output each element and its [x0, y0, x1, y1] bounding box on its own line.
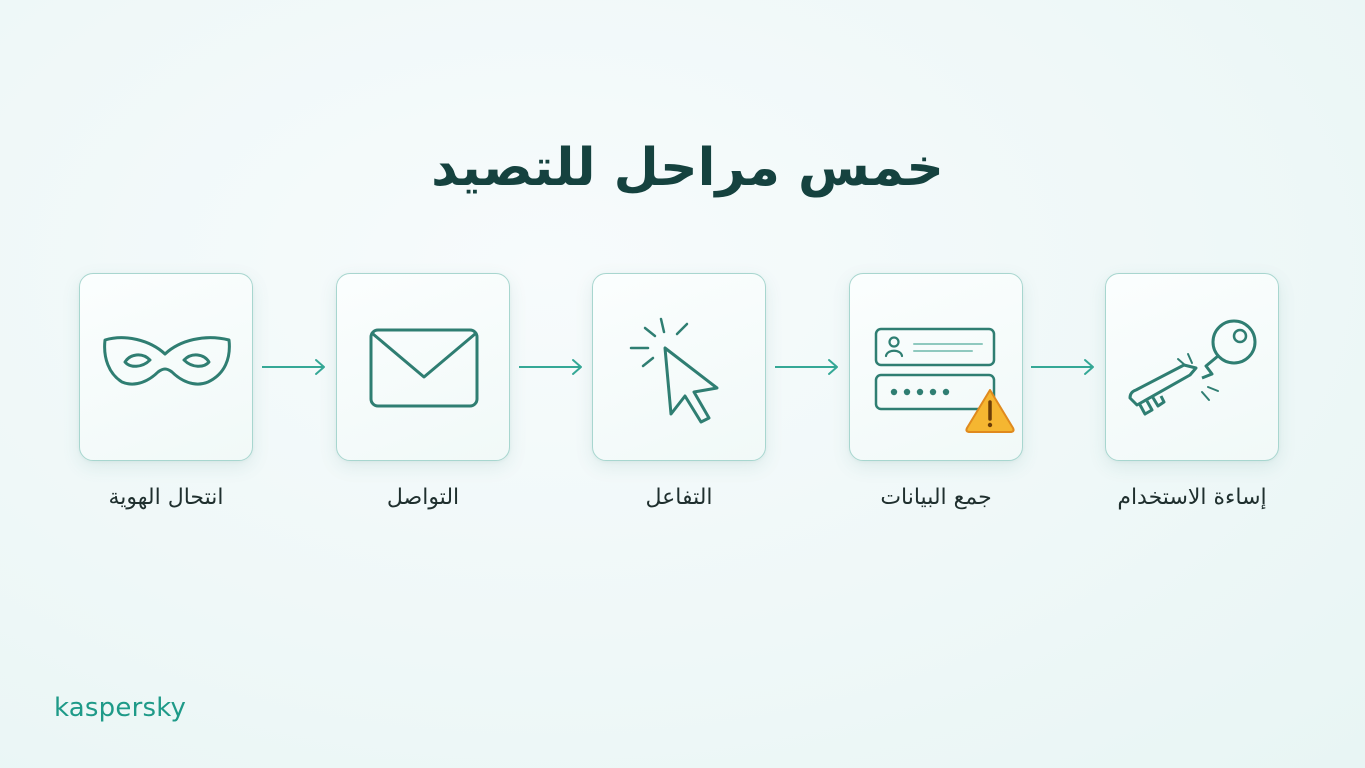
- stage-card-contact: [336, 273, 510, 461]
- arrow-right-icon: [519, 359, 582, 375]
- arrow-right-icon: [1031, 359, 1094, 375]
- stage-card-impersonation: [79, 273, 253, 461]
- stage-card-data-collection: [849, 273, 1023, 461]
- cursor-click-icon: [629, 317, 719, 424]
- stage-card-misuse: [1105, 273, 1279, 461]
- stage-label-interaction: التفاعل: [645, 485, 713, 510]
- arrow-right-icon: [262, 359, 325, 375]
- stage-label-impersonation: انتحال الهوية: [108, 485, 224, 510]
- stage-label-misuse: إساءة الاستخدام: [1117, 485, 1267, 510]
- login-form-warning-icon: [874, 327, 1015, 433]
- stage-label-contact: التواصل: [386, 485, 460, 510]
- envelope-icon: [369, 328, 479, 408]
- mask-icon: [103, 336, 231, 386]
- broken-key-icon: [1128, 319, 1257, 416]
- diagram-title: خمس مراحل للتصيد: [431, 138, 944, 198]
- stage-label-data-collection: جمع البيانات: [880, 485, 992, 510]
- stage-card-interaction: [592, 273, 766, 461]
- kaspersky-logo: kaspersky: [54, 693, 187, 723]
- arrow-right-icon: [775, 359, 838, 375]
